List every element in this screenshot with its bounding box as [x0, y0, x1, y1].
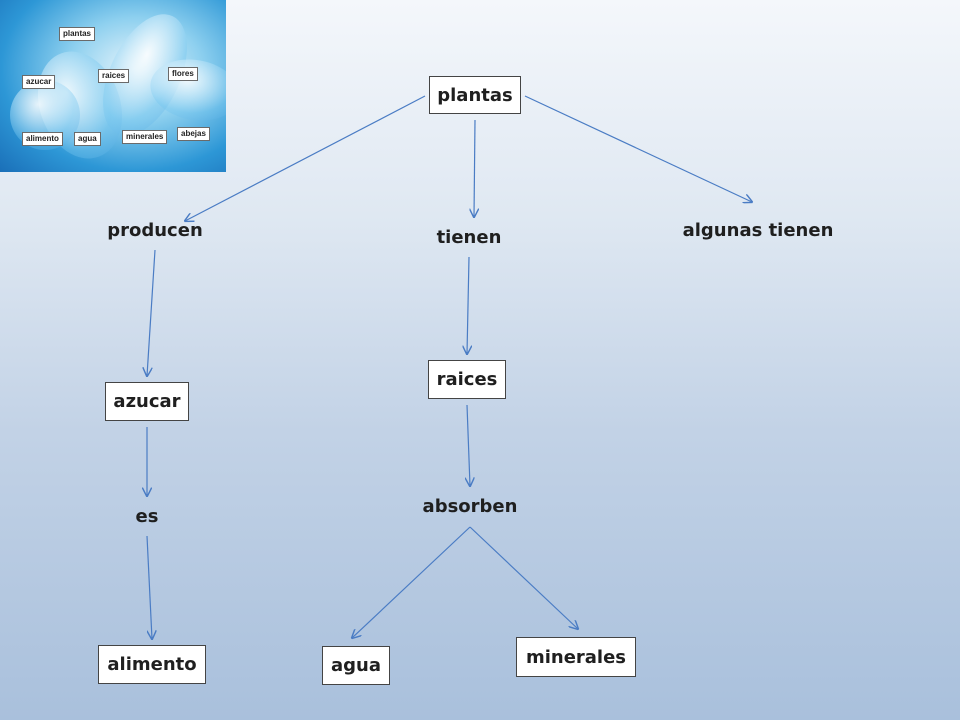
node-producen: producen [107, 219, 203, 241]
thumb-label-minerales: minerales [122, 130, 168, 144]
node-algunas-tienen: algunas tienen [682, 219, 834, 241]
node-azucar: azucar [105, 382, 189, 421]
thumb-label-plantas: plantas [59, 27, 96, 41]
node-absorben: absorben [422, 495, 518, 517]
edge-plantas-to-tienen [474, 119, 475, 217]
node-tienen: tienen [436, 226, 502, 248]
node-es: es [135, 505, 159, 527]
node-alimento: alimento [98, 645, 206, 684]
thumb-label-alimento: alimento [22, 132, 63, 146]
thumb-label-flores: flores [168, 67, 198, 81]
node-minerales: minerales [516, 637, 636, 677]
edge-plantas-to-algunas-tienen [524, 95, 752, 202]
thumbnail-image: plantas azucar raices flores alimento ag… [0, 0, 226, 172]
thumb-label-azucar: azucar [22, 75, 56, 89]
node-plantas: plantas [429, 76, 521, 114]
edge-absorben-to-agua [352, 526, 471, 638]
edge-tienen-to-raices [467, 256, 469, 354]
edge-absorben-to-minerales [469, 526, 578, 629]
edge-plantas-to-producen [185, 95, 426, 221]
edge-raices-to-absorben [467, 404, 470, 486]
thumb-label-agua: agua [74, 132, 101, 146]
node-raices: raices [428, 360, 506, 399]
edge-es-to-alimento [146, 535, 152, 639]
edge-producen-to-azucar [147, 249, 156, 376]
node-agua: agua [322, 646, 390, 685]
thumb-label-abejas: abejas [177, 127, 210, 141]
thumb-label-raices: raices [98, 69, 130, 83]
